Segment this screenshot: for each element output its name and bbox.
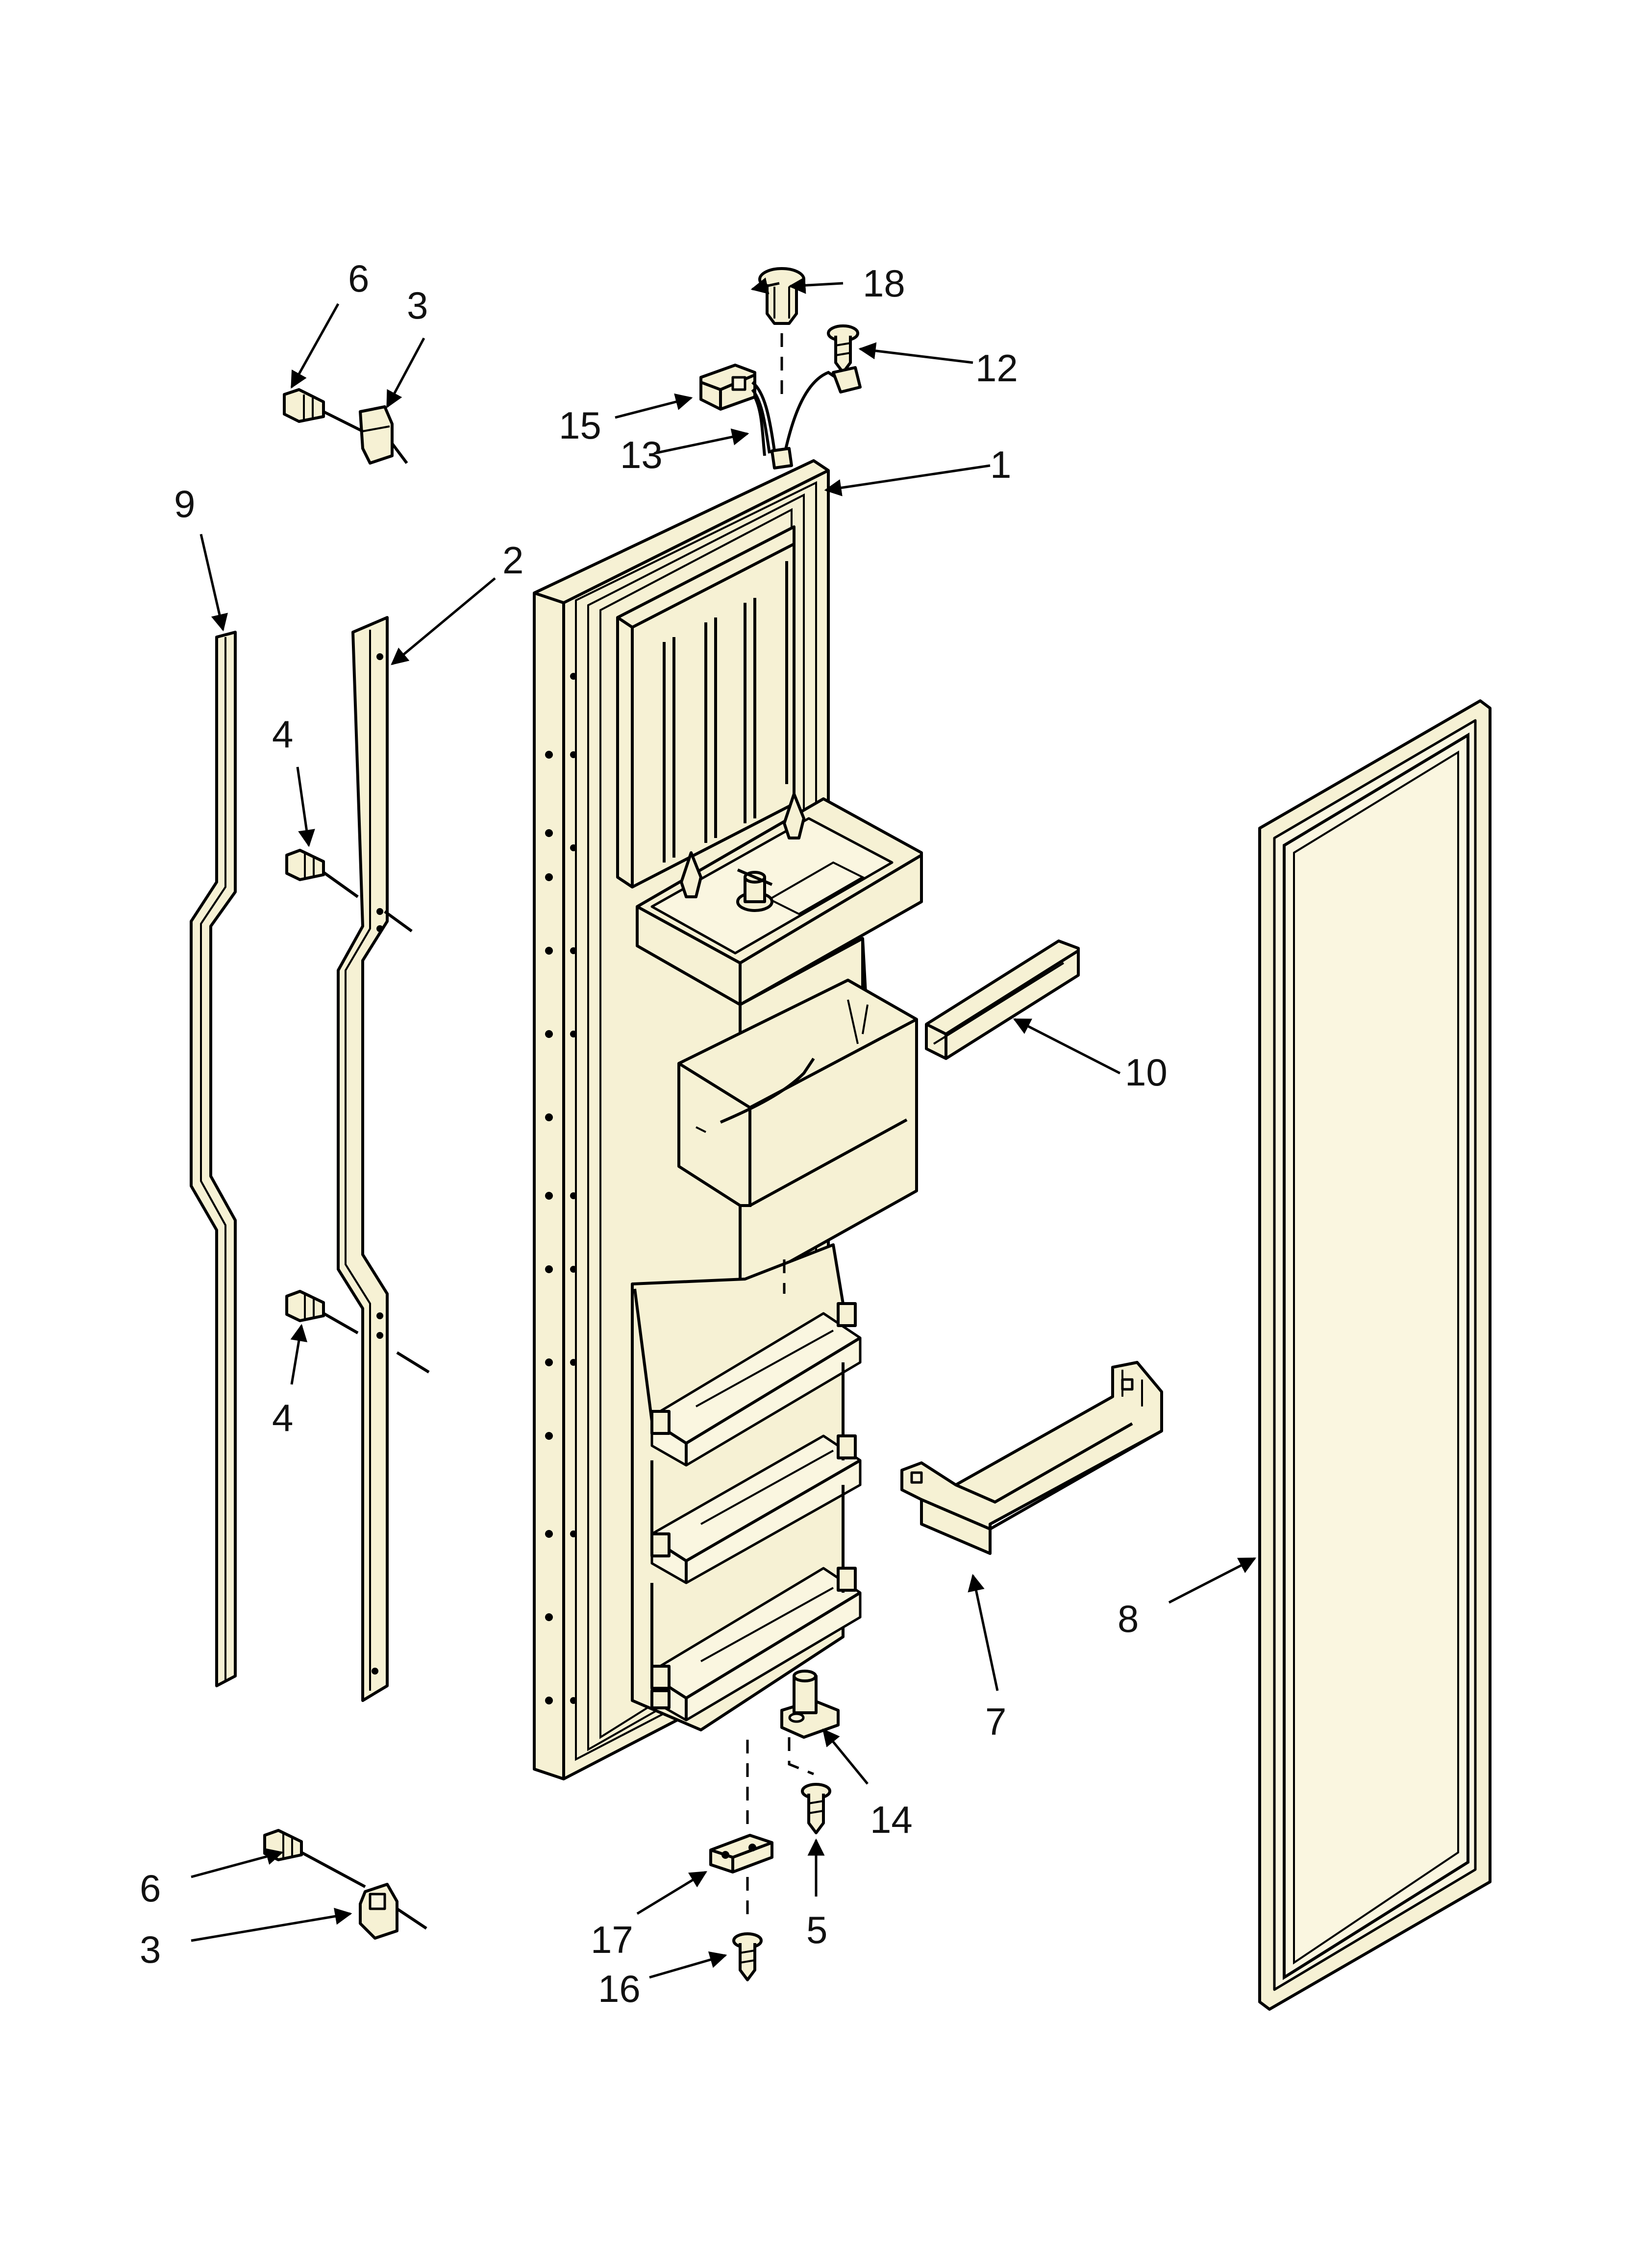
part-6-screw-bottom[interactable] [263,1829,366,1888]
callout-3-bottom: 3 [140,1928,161,1971]
part-9-trim-strip[interactable] [190,631,237,1687]
part-6-screw-top[interactable] [283,388,364,433]
callout-8: 8 [1118,1597,1139,1640]
part-4-screw-top[interactable] [285,849,413,933]
door-edge-holes [545,673,577,1704]
part-18-plug[interactable] [758,267,805,402]
part-12-screw[interactable] [827,324,859,374]
callout-9: 9 [174,482,195,525]
dispenser-actuator [736,868,773,912]
callout-6-bottom: 6 [140,1867,161,1910]
callout-2: 2 [502,539,523,582]
part-4-screw-bottom[interactable] [285,1290,430,1374]
part-8-door-gasket[interactable] [1258,699,1492,2011]
callout-1: 1 [990,443,1011,486]
callout-15: 15 [559,404,601,447]
part-15-connector[interactable] [699,364,756,411]
part-16-screw[interactable] [732,1932,763,1981]
callout-6-top: 6 [348,257,369,300]
part-5-screw[interactable] [801,1783,831,1834]
part-1-door-assembly[interactable] [533,459,923,1780]
callout-5: 5 [806,1908,827,1951]
part-13-wire-harness[interactable] [751,366,862,469]
callout-18: 18 [863,262,905,305]
callout-4-bottom: 4 [272,1396,293,1439]
part-14-hinge[interactable] [780,1670,840,1775]
part-7-door-bin[interactable] [900,1361,1163,1555]
callout-17: 17 [591,1918,633,1961]
callout-14: 14 [870,1798,913,1841]
callout-12: 12 [975,346,1018,390]
callout-7: 7 [985,1700,1006,1743]
callout-3-top: 3 [407,284,428,327]
callout-labels: 18 12 15 13 1 6 3 9 2 4 4 10 8 7 14 5 17… [140,257,1168,2010]
leader-lines [191,276,1257,1979]
part-3-clip-top[interactable] [359,405,408,465]
part-3-clip-bottom[interactable] [359,1883,427,1940]
callout-13: 13 [620,433,663,476]
part-10-trim-bar[interactable] [925,939,1080,1060]
callout-10: 10 [1125,1051,1168,1094]
part-2-handle-trim[interactable] [337,616,389,1702]
part-17-bracket[interactable] [709,1740,773,1921]
callout-4-top: 4 [272,713,293,756]
callout-16: 16 [598,1967,641,2010]
